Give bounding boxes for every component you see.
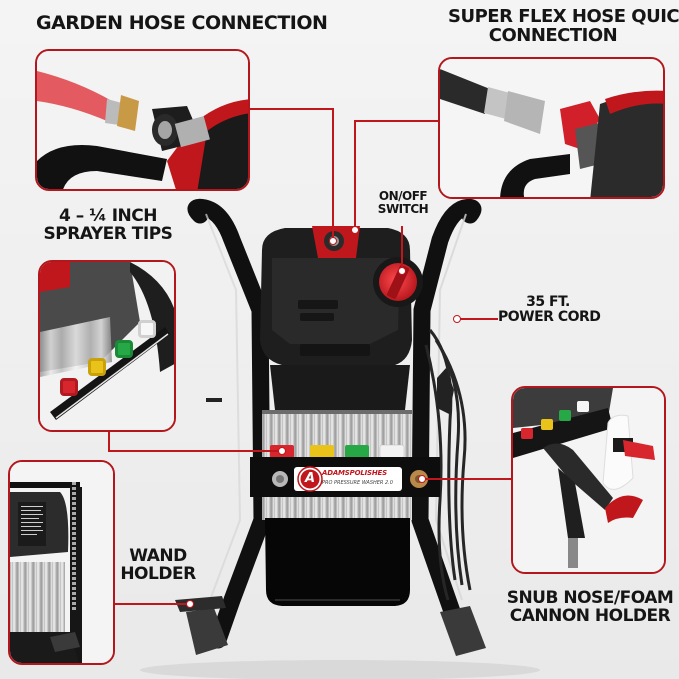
sprayer-tips-photo	[40, 262, 174, 430]
connector-dot-sprayer-tips	[278, 447, 286, 455]
connector-line-sprayer-tips	[108, 432, 110, 452]
callout-sprayer-tips-line-2: Sprayer Tips	[43, 223, 173, 244]
sprayer-tips-panel	[38, 260, 176, 432]
callout-on-off-switch: On/Off Switch	[368, 190, 438, 215]
callout-sprayer-tips: 4 – ¼ Inch Sprayer Tips	[38, 206, 178, 244]
sprayer-tip-green	[115, 340, 133, 358]
callout-super-flex-line-1: Super Flex Hose Quick	[448, 6, 679, 27]
callout-garden-hose: Garden Hose Connection	[36, 12, 328, 34]
sprayer-tip-white	[138, 320, 156, 338]
callout-snub-nose-line-2: Cannon Holder	[509, 605, 671, 626]
callout-power-cord-line-1: 35 Ft.	[526, 294, 570, 310]
callout-power-cord: 35 Ft. Power Cord	[498, 294, 601, 325]
super-flex-hose-panel	[438, 57, 665, 199]
garden-hose-panel	[35, 49, 250, 191]
connector-line-sprayer-tips-h	[108, 450, 284, 452]
connector-dot-power-cord	[453, 315, 461, 323]
callout-snub-nose-holder: Snub Nose/Foam Cannon Holder	[505, 588, 675, 626]
callout-snub-nose-line-1: Snub Nose/Foam	[506, 588, 674, 608]
garden-hose-photo	[37, 51, 248, 189]
super-flex-hose-photo	[440, 59, 663, 197]
model-text: PRO PRESSURE WASHER 2.0	[322, 480, 393, 486]
sprayer-tip-yellow	[88, 358, 106, 376]
callout-sprayer-tips-line-1: 4 – ¼ Inch	[59, 206, 157, 226]
connector-line-switch	[401, 226, 403, 270]
connector-dot-snub-nose	[418, 475, 426, 483]
connector-dot-wand-holder	[186, 600, 194, 608]
wand-holder-panel	[8, 460, 115, 665]
connector-dot-garden-hose	[329, 237, 337, 245]
sprayer-tip-red	[60, 378, 78, 396]
callout-super-flex-line-2: Connection	[488, 24, 618, 46]
callout-wand-holder: Wand Holder	[118, 546, 198, 584]
callout-switch-line-2: Switch	[377, 201, 429, 216]
connector-line-wand-holder	[115, 603, 190, 605]
callout-power-cord-line-2: Power Cord	[498, 308, 601, 325]
callout-switch-line-1: On/Off	[378, 189, 428, 203]
connector-line-garden-hose-v	[332, 108, 334, 242]
snub-nose-panel	[511, 386, 666, 574]
callout-super-flex-hose: Super Flex Hose Quick Connection	[448, 6, 679, 46]
wand-holder-photo	[10, 462, 113, 663]
brand-text: ADAMSPOLISHES	[322, 469, 387, 477]
connector-dot-super-flex	[351, 226, 359, 234]
callout-wand-holder-line-2: Holder	[120, 563, 196, 584]
snub-nose-photo	[513, 388, 664, 572]
callout-wand-holder-line-1: Wand	[129, 546, 187, 566]
connector-dot-switch	[398, 267, 406, 275]
connector-line-power-cord	[458, 318, 498, 320]
connector-line-snub-nose	[424, 478, 512, 480]
connector-line-super-flex-v	[354, 120, 356, 230]
logo-letter: A	[304, 471, 316, 486]
callout-garden-hose-line-1: Garden Hose Connection	[36, 12, 328, 34]
connector-line-garden-hose	[250, 108, 334, 110]
connector-line-super-flex	[354, 120, 438, 122]
